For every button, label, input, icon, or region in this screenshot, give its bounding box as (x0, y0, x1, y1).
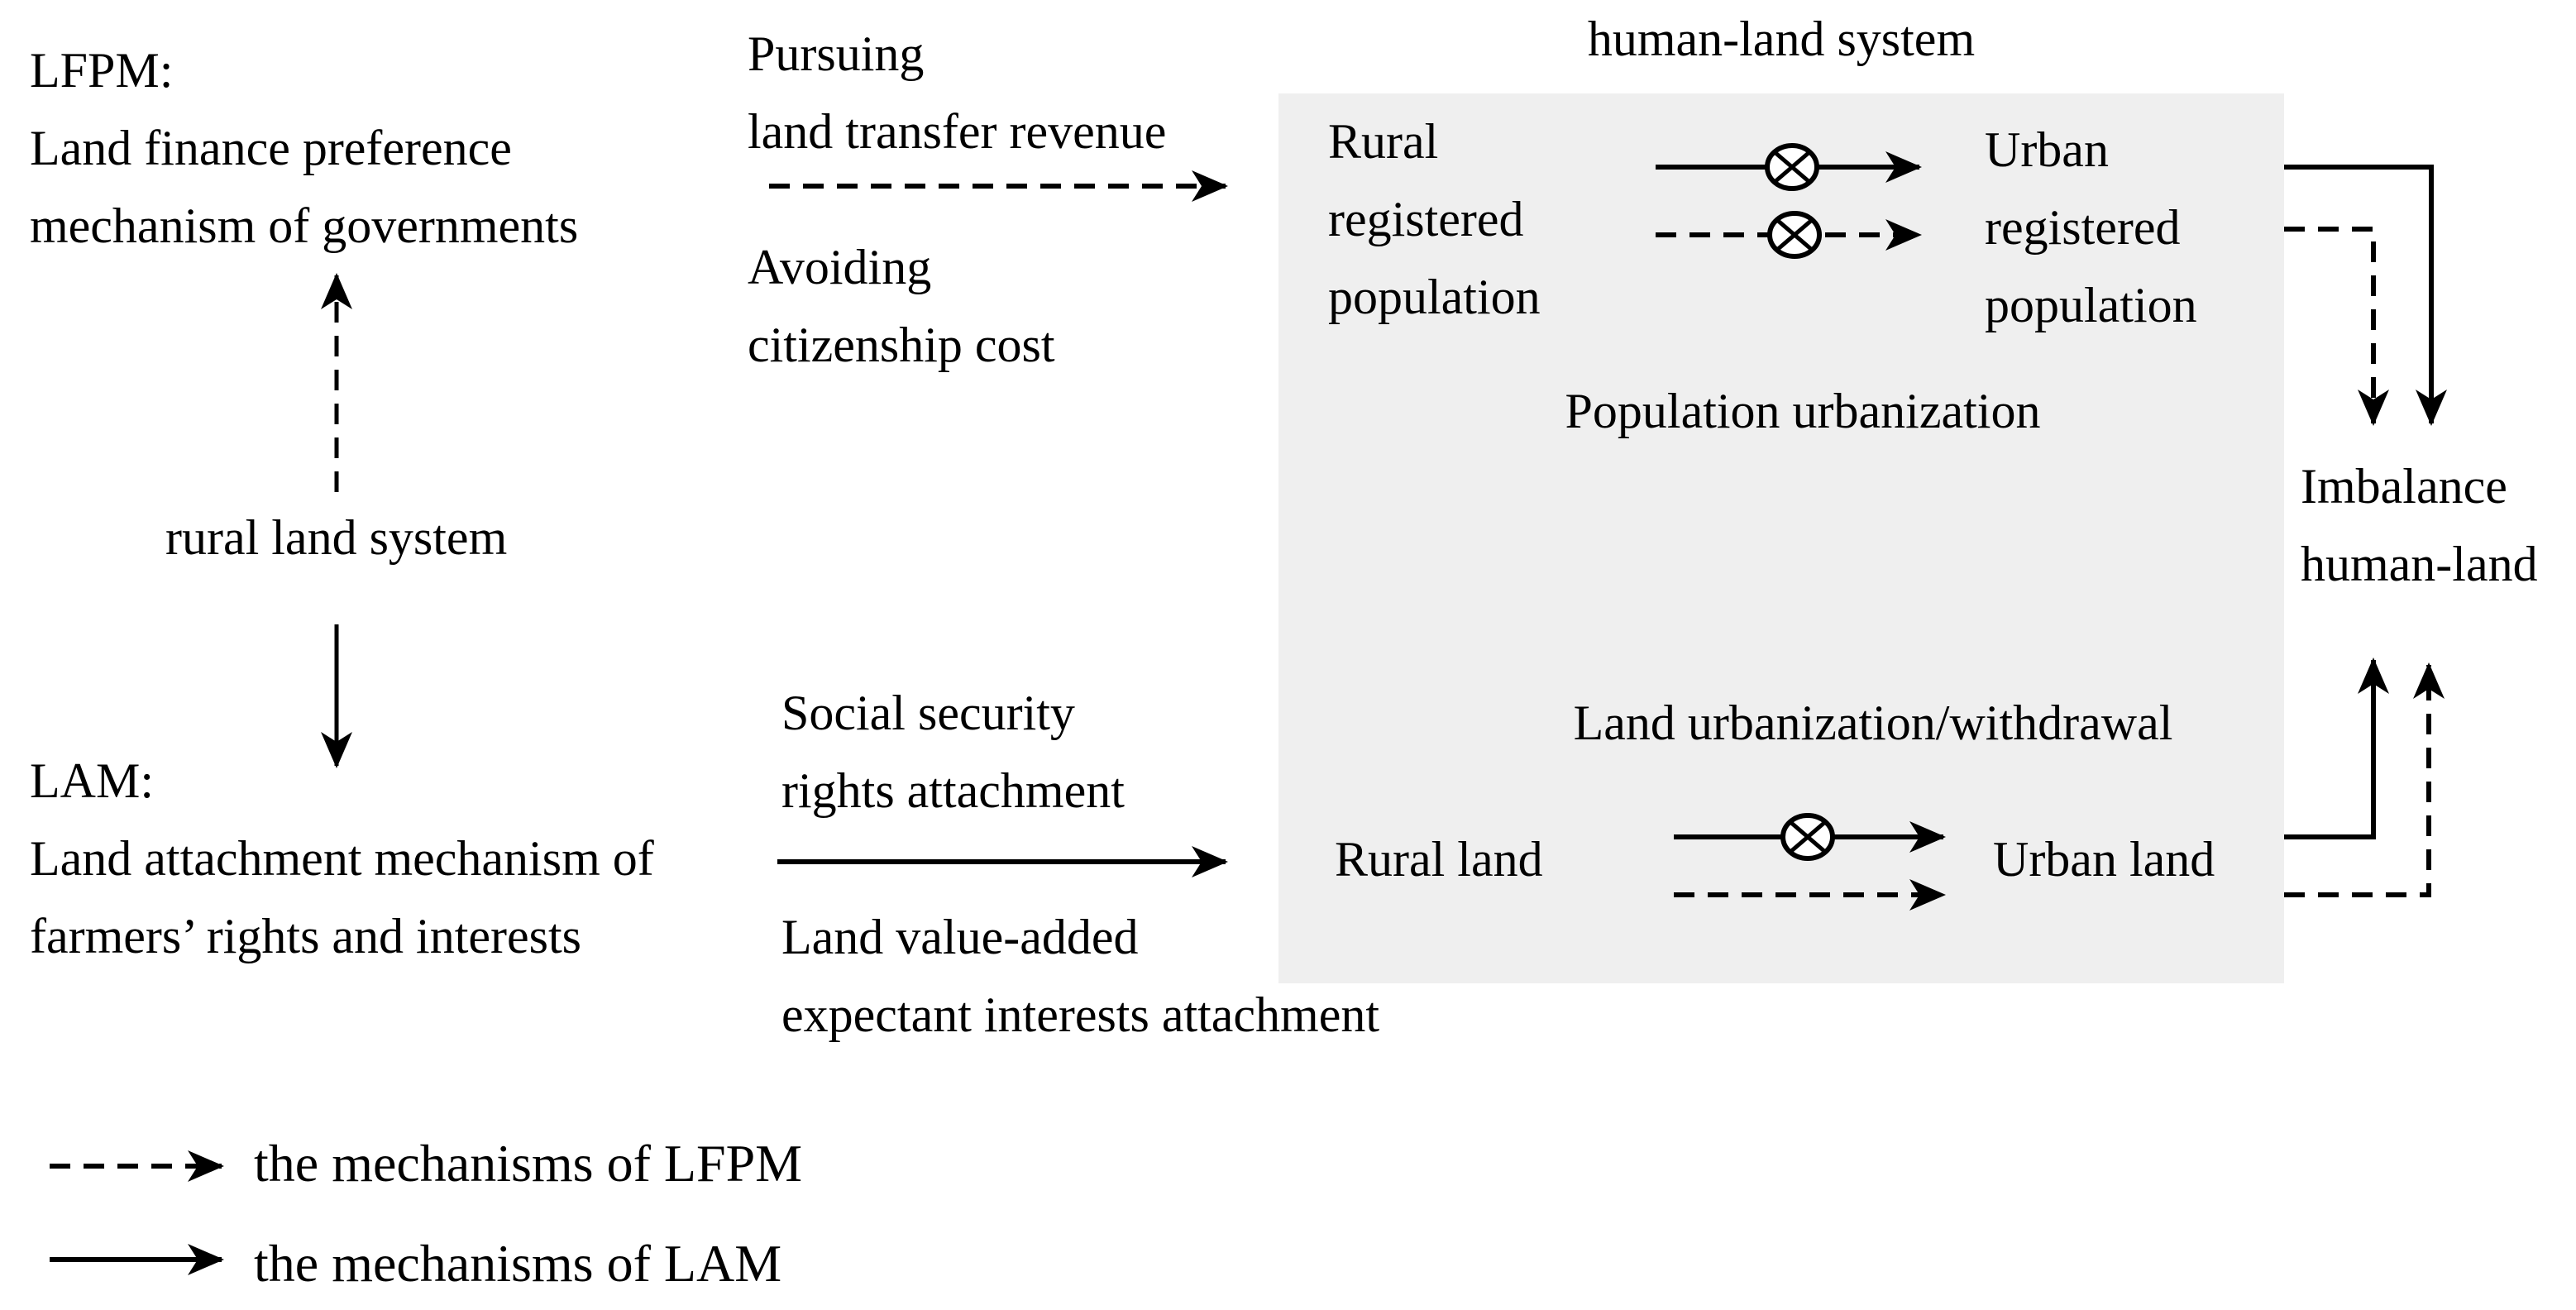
rural-registered-population-label: Rural registered population (1328, 103, 1541, 336)
land-urbanization-label: Land urbanization/withdrawal (1573, 696, 2173, 750)
rural-land-system-label: rural land system (165, 510, 508, 565)
valve-icon (1783, 815, 1833, 858)
avoiding-line2: citizenship cost (748, 318, 1055, 372)
pursuing-revenue-label: Pursuing land transfer revenue (748, 15, 1166, 170)
urban-population-to-imbalance-dashed-elbow (2284, 227, 2389, 426)
urban-land-to-imbalance-solid-elbow (2284, 657, 2389, 839)
valve-icon (1770, 213, 1819, 256)
urban-population-line1: Urban (1985, 122, 2109, 177)
social-security-line1: Social security (781, 686, 1075, 740)
land-value-line2: expectant interests attachment (781, 987, 1380, 1042)
lam-title: LAM: (30, 753, 154, 808)
pursuing-line1: Pursuing (748, 26, 925, 81)
social-security-label: Social security rights attachment (781, 674, 1125, 830)
lam-definition-label: LAM: Land attachment mechanism of farmer… (30, 742, 654, 975)
urban-registered-population-label: Urban registered population (1985, 111, 2197, 344)
imbalance-line2: human-land (2301, 537, 2538, 591)
lam-line2: Land attachment mechanism of (30, 831, 654, 886)
human-land-system-title: human-land system (1587, 12, 1976, 66)
imbalance-line1: Imbalance (2301, 459, 2507, 514)
lfpm-line3: mechanism of governments (30, 198, 579, 253)
urban-land-label: Urban land (1993, 832, 2215, 887)
lam-line3: farmers’ rights and interests (30, 909, 582, 963)
urban-population-line2: registered (1985, 200, 2181, 255)
urban-land-to-imbalance-dashed-elbow (2284, 662, 2445, 897)
lfpm-title: LFPM: (30, 43, 174, 98)
avoiding-line1: Avoiding (748, 240, 932, 294)
urban-population-line3: population (1985, 278, 2197, 332)
rural-population-line1: Rural (1328, 114, 1439, 169)
legend-lfpm-label: the mechanisms of LFPM (254, 1134, 803, 1193)
land-value-line1: Land value-added (781, 910, 1139, 964)
lfpm-definition-label: LFPM: Land finance preference mechanism … (30, 31, 578, 265)
legend-lam-label: the mechanisms of LAM (254, 1234, 782, 1293)
valve-icon (1767, 146, 1817, 189)
avoiding-cost-label: Avoiding citizenship cost (748, 228, 1055, 384)
pursuing-line2: land transfer revenue (748, 104, 1167, 159)
imbalance-label: Imbalance human-land (2301, 447, 2538, 603)
rural-population-line2: registered (1328, 192, 1524, 246)
urban-population-to-imbalance-solid-elbow (2284, 165, 2447, 426)
social-security-line2: rights attachment (781, 763, 1125, 818)
population-urbanization-label: Population urbanization (1565, 384, 2041, 438)
land-value-label: Land value-added expectant interests att… (781, 898, 1379, 1054)
rural-population-line3: population (1328, 270, 1541, 324)
lfpm-line2: Land finance preference (30, 121, 512, 175)
rural-land-label: Rural land (1335, 832, 1543, 887)
